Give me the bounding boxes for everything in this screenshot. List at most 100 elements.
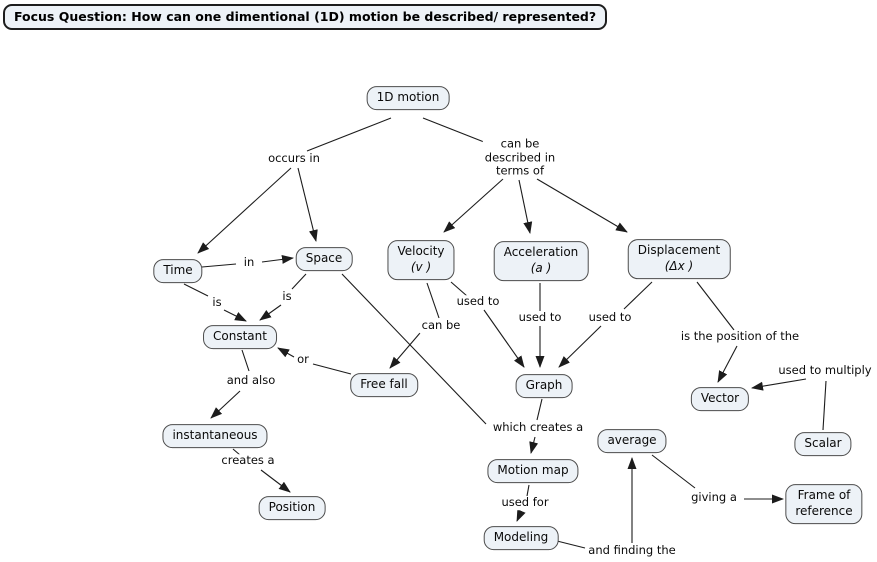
node-vector[interactable]: Vector — [690, 387, 750, 411]
node-average[interactable]: average — [597, 429, 667, 453]
edge-used-to-3-to-graph — [558, 325, 602, 368]
link-label-or-text: or — [297, 352, 309, 367]
node-free-fall-label: Free fall — [360, 377, 408, 392]
link-label-used-to-3[interactable]: used to — [586, 310, 634, 325]
node-space-label: Space — [305, 251, 343, 266]
link-label-can-be[interactable]: can be — [419, 318, 463, 333]
link-label-is-2-text: is — [282, 289, 292, 304]
link-label-creates-a[interactable]: creates a — [219, 453, 277, 468]
edge-occurs-in-to-time — [197, 167, 292, 254]
node-displacement-label: (Δx ) — [664, 259, 694, 273]
link-label-which-creates-a[interactable]: which creates a — [490, 420, 586, 435]
node-scalar-label: Scalar — [804, 436, 842, 451]
edge-time-to-is-1 — [183, 283, 209, 297]
link-label-used-to-3-text: used to — [588, 310, 632, 325]
node-time-label: Time — [163, 263, 193, 278]
edge-in-to-space — [261, 254, 294, 264]
node-average-label: average — [607, 433, 657, 448]
node-frame-of-reference-label: reference — [795, 504, 853, 518]
node-1d-motion[interactable]: 1D motion — [366, 86, 450, 110]
node-constant[interactable]: Constant — [203, 325, 277, 349]
node-displacement[interactable]: Displacement(Δx ) — [627, 239, 731, 279]
edge-graph-to-which-creates-a — [536, 398, 543, 421]
edge-used-to-1-to-graph — [483, 309, 525, 368]
node-acceleration[interactable]: Acceleration(a ) — [493, 241, 589, 281]
edge-can-be-described-in-terms-of-to-velocity — [443, 178, 504, 233]
node-motion-map-label: Motion map — [497, 463, 569, 478]
node-acceleration-label: Acceleration — [503, 245, 579, 260]
link-label-giving-a[interactable]: giving a — [689, 491, 739, 505]
link-label-which-creates-a-text: which creates a — [492, 420, 584, 435]
node-motion-map[interactable]: Motion map — [487, 459, 579, 483]
node-modeling-label: Modeling — [493, 530, 549, 545]
node-time[interactable]: Time — [153, 259, 203, 283]
edge-can-be-described-in-terms-of-to-displacement — [536, 178, 628, 233]
link-label-used-to-1-text: used to — [456, 294, 500, 309]
edge-scalar-to-used-to-multiply — [822, 380, 827, 431]
link-label-and-also-text: and also — [226, 373, 276, 388]
edge-used-for-to-modeling — [516, 509, 526, 522]
node-constant-label: Constant — [213, 329, 267, 344]
node-space[interactable]: Space — [295, 247, 353, 271]
node-vector-label: Vector — [700, 391, 740, 406]
link-label-occurs-in-text: occurs in — [268, 151, 320, 166]
edge-space-to-is-2 — [291, 273, 307, 290]
link-label-used-to-2[interactable]: used to — [516, 310, 564, 325]
edge-occurs-in-to-space — [297, 167, 318, 242]
node-position-label: Position — [268, 500, 316, 515]
link-label-in-text: in — [243, 255, 255, 270]
link-label-used-to-multiply-text: used to multiply — [778, 363, 872, 378]
link-label-can-be-described-in-terms-of-text: terms of — [495, 163, 545, 178]
link-label-is-2[interactable]: is — [280, 289, 294, 304]
node-graph[interactable]: Graph — [515, 374, 573, 398]
link-label-is-1-text: is — [212, 295, 222, 310]
link-label-used-to-1[interactable]: used to — [454, 294, 502, 309]
edge-used-to-multiply-to-vector — [751, 378, 807, 391]
link-label-occurs-in[interactable]: occurs in — [266, 152, 322, 166]
node-modeling[interactable]: Modeling — [483, 526, 559, 550]
edge-average-to-giving-a — [651, 454, 696, 489]
link-label-used-to-multiply[interactable]: used to multiply — [776, 363, 874, 378]
edge-constant-to-and-also — [241, 349, 250, 372]
edge-creates-a-to-position — [260, 469, 291, 493]
edge-1d-motion-to-can-be-described-in-terms-of — [422, 117, 485, 143]
link-label-creates-a-text: creates a — [221, 453, 275, 468]
edge-space-to-which-creates-a — [341, 273, 487, 425]
link-label-can-be-described-in-terms-of-text: described in — [484, 150, 556, 165]
link-label-in[interactable]: in — [241, 255, 257, 270]
edge-is-2-to-constant — [259, 304, 282, 321]
node-free-fall[interactable]: Free fall — [350, 373, 418, 397]
edge-and-also-to-instantaneous — [210, 390, 241, 419]
link-label-and-also[interactable]: and also — [224, 373, 278, 388]
node-velocity-label: (v ) — [410, 260, 432, 274]
link-label-is-1[interactable]: is — [210, 295, 224, 310]
edge-which-creates-a-to-motion-map — [529, 436, 539, 454]
edge-motion-map-to-used-for — [526, 484, 530, 497]
link-label-and-finding-the[interactable]: and finding the — [586, 544, 678, 558]
link-label-used-to-2-text: used to — [518, 310, 562, 325]
edge-1d-motion-to-occurs-in — [306, 117, 392, 152]
link-label-used-for[interactable]: used for — [499, 496, 551, 510]
link-label-is-the-position-of-the[interactable]: is the position of the — [678, 329, 802, 344]
edge-can-be-to-free-fall — [389, 332, 421, 369]
edge-is-the-position-of-the-to-vector — [717, 345, 738, 383]
link-label-can-be-described-in-terms-of-text: can be — [500, 136, 540, 151]
node-instantaneous-label: instantaneous — [172, 428, 258, 443]
link-label-or[interactable]: or — [295, 353, 311, 367]
node-position[interactable]: Position — [258, 496, 326, 520]
edge-can-be-described-in-terms-of-to-acceleration — [518, 179, 533, 234]
edge-velocity-to-can-be — [426, 282, 440, 319]
link-label-giving-a-text: giving a — [691, 490, 737, 505]
node-velocity-label: Velocity — [397, 244, 445, 259]
node-instantaneous[interactable]: instantaneous — [162, 424, 268, 448]
link-label-is-the-position-of-the-text: is the position of the — [680, 329, 800, 344]
link-label-can-be-text: can be — [421, 318, 461, 333]
node-velocity[interactable]: Velocity(v ) — [387, 240, 455, 280]
node-graph-label: Graph — [525, 378, 563, 393]
edge-or-to-constant — [277, 347, 295, 358]
node-scalar[interactable]: Scalar — [794, 432, 852, 456]
